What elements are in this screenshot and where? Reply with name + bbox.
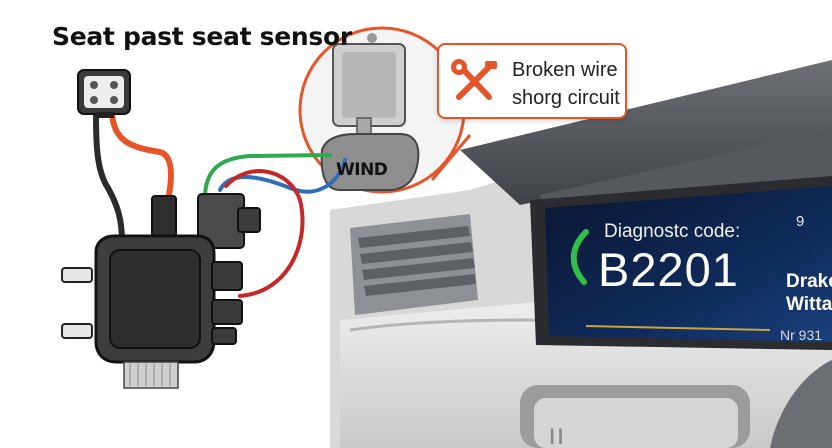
red-wire <box>224 169 305 298</box>
seat-sensor-plug <box>77 69 131 118</box>
diagram-title: Seat past seat sensor <box>52 22 352 51</box>
callout-line-2: shorg circuit <box>512 87 620 109</box>
connector-zoom-view <box>298 26 472 194</box>
steering-wheel <box>770 360 832 448</box>
wrench-screwdriver-icon <box>451 59 497 100</box>
callout-line-1: Broken wire <box>512 59 618 81</box>
screen-divider <box>585 325 771 331</box>
diagnostic-label: Diagnostc code: <box>604 221 741 242</box>
wire-connector <box>151 193 261 249</box>
screen-side-text-2: Wittaı <box>786 294 832 315</box>
display-screen <box>530 176 832 350</box>
green-wire <box>203 153 332 200</box>
fault-callout: Broken wire shorg circuit <box>437 43 627 119</box>
lower-console-slot: ıı <box>520 385 750 448</box>
diagnostic-code: B2201 <box>598 243 739 296</box>
screen-time-value: 9 <box>796 213 805 230</box>
screen-bottom-value: Nr 931 <box>780 327 823 343</box>
orange-wire <box>109 107 174 203</box>
control-module <box>61 234 243 389</box>
svg-text:ıı: ıı <box>548 418 565 448</box>
status-arc-icon <box>570 229 589 285</box>
connector-label: WIND <box>336 160 388 180</box>
air-vent <box>350 214 478 315</box>
wiring-harness <box>93 107 347 298</box>
screen-side-text-1: Drake <box>786 271 832 292</box>
black-wire <box>93 109 125 245</box>
